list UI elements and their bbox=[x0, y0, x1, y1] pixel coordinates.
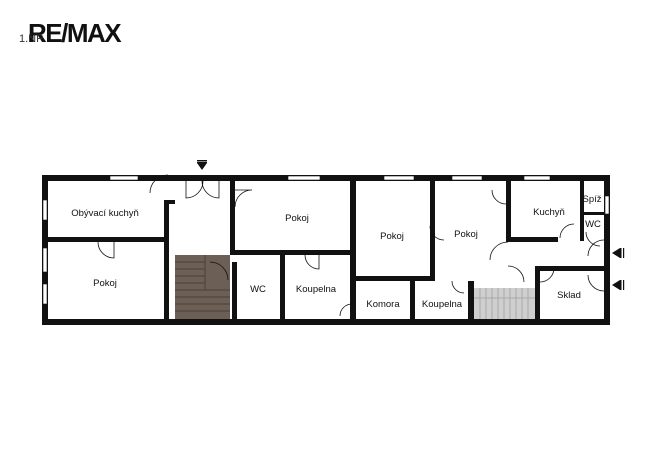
room-label-kuchyn: Kuchyň bbox=[533, 207, 565, 218]
entrance-arrow-icon bbox=[197, 160, 207, 170]
floor-label: 1.NP bbox=[19, 33, 44, 45]
room-label-koupelna: Koupelna bbox=[296, 284, 337, 295]
room-label-wc: WC bbox=[585, 219, 601, 230]
room-label-koupelna: Koupelna bbox=[422, 299, 463, 310]
interior-walls bbox=[48, 181, 605, 322]
room-label-pokoj: Pokoj bbox=[285, 213, 309, 224]
room-label-obyvaci-kuchyn: Obývací kuchyň bbox=[71, 208, 139, 219]
staircase-right bbox=[474, 288, 536, 320]
staircase-left bbox=[175, 255, 230, 319]
room-label-pokoj: Pokoj bbox=[454, 229, 478, 240]
room-label-pokoj: Pokoj bbox=[93, 278, 117, 289]
room-label-wc: WC bbox=[250, 284, 266, 295]
entrance-arrow-icon bbox=[612, 280, 625, 290]
room-label-pokoj: Pokoj bbox=[380, 231, 404, 242]
room-label-komora: Komora bbox=[366, 299, 400, 310]
entrance-arrow-icon bbox=[612, 248, 625, 258]
room-label-sklad: Sklad bbox=[557, 290, 581, 301]
remax-logo: RE/MAX bbox=[28, 18, 122, 48]
doors bbox=[97, 174, 605, 317]
room-label-spiz: Spíž bbox=[582, 194, 601, 205]
windows bbox=[42, 175, 610, 305]
